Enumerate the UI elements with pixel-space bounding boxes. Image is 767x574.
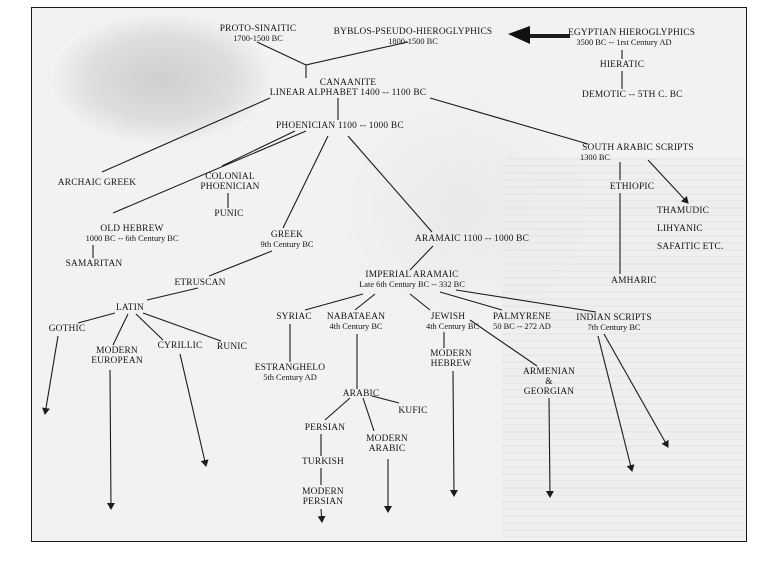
edge-latin-runic <box>142 312 222 342</box>
edge-latin-gothic <box>77 312 116 324</box>
node-kufic: KUFIC <box>398 406 428 416</box>
edge-phoenician-greek <box>282 135 329 229</box>
diagram-frame <box>31 7 747 542</box>
edge-phoenician-oldhebrew <box>112 130 307 214</box>
edge-protosinaitic-canaanite <box>256 41 307 66</box>
edge-palmyrene-armenian <box>469 319 538 367</box>
node-egyptian-hieroglyphics: EGYPTIAN HIEROGLYPHICS 3500 BC -- 1rst C… <box>568 28 696 47</box>
node-gothic: GOTHIC <box>48 324 86 334</box>
node-colonial-phoenician: COLONIAL PHOENICIAN <box>200 172 260 192</box>
node-greek: GREEK 9th Century BC <box>260 230 314 249</box>
node-etruscan: ETRUSCAN <box>174 278 226 288</box>
edge-imperial-syriac <box>304 293 364 311</box>
node-persian: PERSIAN <box>304 423 346 433</box>
arrow-gothic <box>42 335 59 415</box>
node-lihyanic: LIHYANIC <box>657 224 703 234</box>
edge-byblos-canaanite <box>305 41 409 78</box>
node-estranghelo: ESTRANGHELO 5th Century AD <box>254 363 326 382</box>
edge-southarabic-thamudic <box>647 159 689 204</box>
background-text-bleed <box>502 158 746 538</box>
node-nabataean: NABATAEAN 4th Century BC <box>326 312 386 331</box>
node-turkish: TURKISH <box>301 457 345 467</box>
arrow-armenian <box>545 397 554 498</box>
node-arabic: ARABIC <box>342 389 380 399</box>
arrow-indian-1 <box>597 335 635 472</box>
edge-canaanite-archaicgreek <box>101 97 271 173</box>
node-imperial-aramaic: IMPERIAL ARAMAIC Late 6th Century BC -- … <box>359 270 465 289</box>
edge-arabic-modernarabic <box>362 397 375 432</box>
node-runic: RUNIC <box>216 342 248 352</box>
edge-imperial-jewish <box>409 293 431 311</box>
node-jewish-date: 4th Century BC <box>426 322 480 331</box>
node-modern-persian: MODERN PERSIAN <box>302 487 344 507</box>
node-indian-scripts: INDIAN SCRIPTS 7th Century BC <box>576 313 652 332</box>
arrow-modernhebrew <box>449 370 458 497</box>
arrowhead-egyptian-to-byblos <box>508 26 530 44</box>
edge-greek-etruscan <box>208 250 273 277</box>
node-modern-european: MODERN EUROPEAN <box>91 346 143 366</box>
node-phoenician: PHOENICIAN 1100 -- 1000 BC <box>276 121 404 131</box>
node-modern-arabic: MODERN ARABIC <box>366 434 408 454</box>
node-samaritan: SAMARITAN <box>65 259 123 269</box>
arrow-indian-2 <box>603 333 669 448</box>
node-palmyrene: PALMYRENE 50 BC -- 272 AD <box>492 312 552 331</box>
node-syriac: SYRIAC <box>276 312 312 322</box>
edge-phoenician-aramaic <box>347 135 433 233</box>
node-hieratic: HIERATIC <box>599 60 645 70</box>
node-amharic: AMHARIC <box>611 276 657 286</box>
node-thamudic: THAMUDIC <box>657 206 710 216</box>
node-cyrillic: CYRILLIC <box>157 341 203 351</box>
edge-phoenician-colonial <box>221 130 296 167</box>
node-canaanite: CANAANITE LINEAR ALPHABET 1400 -- 1100 B… <box>269 78 427 98</box>
node-old-hebrew: OLD HEBREW 1000 BC -- 6th Century BC <box>85 224 179 243</box>
arrow-modernpersian <box>317 508 326 523</box>
edge-imperial-palmyrene <box>439 291 503 311</box>
edge-etruscan-latin <box>146 287 199 301</box>
node-jewish: JEWISH <box>430 312 466 322</box>
edge-imperial-indian <box>455 289 597 313</box>
node-archaic-greek: ARCHAIC GREEK <box>57 178 137 188</box>
arrow-moderneuropean <box>106 369 115 510</box>
edge-latin-moderneuropean <box>112 313 129 346</box>
node-armenian-georgian: ARMENIAN & GEORGIAN <box>522 367 576 397</box>
edge-canaanite-southarabic <box>429 97 589 145</box>
node-ethiopic: ETHIOPIC <box>609 182 655 192</box>
edge-latin-cyrillic <box>135 313 164 341</box>
node-latin: LATIN <box>115 303 145 313</box>
arrow-cyrillic <box>179 353 209 467</box>
node-demotic: DEMOTIC -- 5th C. BC <box>582 90 683 100</box>
edge-aramaic-imperial <box>409 245 434 271</box>
background-smudge <box>52 14 272 144</box>
node-proto-sinaitic: PROTO-SINAITIC 1700-1500 BC <box>219 24 297 43</box>
node-south-arabic-scripts: SOUTH ARABIC SCRIPTS 1300 BC <box>580 143 694 162</box>
edge-imperial-nabataean <box>354 293 376 311</box>
node-aramaic: ARAMAIC 1100 -- 1000 BC <box>414 234 530 244</box>
node-modern-hebrew: MODERN HEBREW <box>430 349 472 369</box>
node-punic: PUNIC <box>214 209 244 219</box>
edge-arabic-persian <box>324 397 351 421</box>
node-byblos: BYBLOS-PSEUDO-HIEROGLYPHICS 1800-1500 BC <box>333 27 493 46</box>
edge-arabic-kufic <box>371 395 400 404</box>
node-safaitic: SAFAITIC etc. <box>657 242 724 252</box>
